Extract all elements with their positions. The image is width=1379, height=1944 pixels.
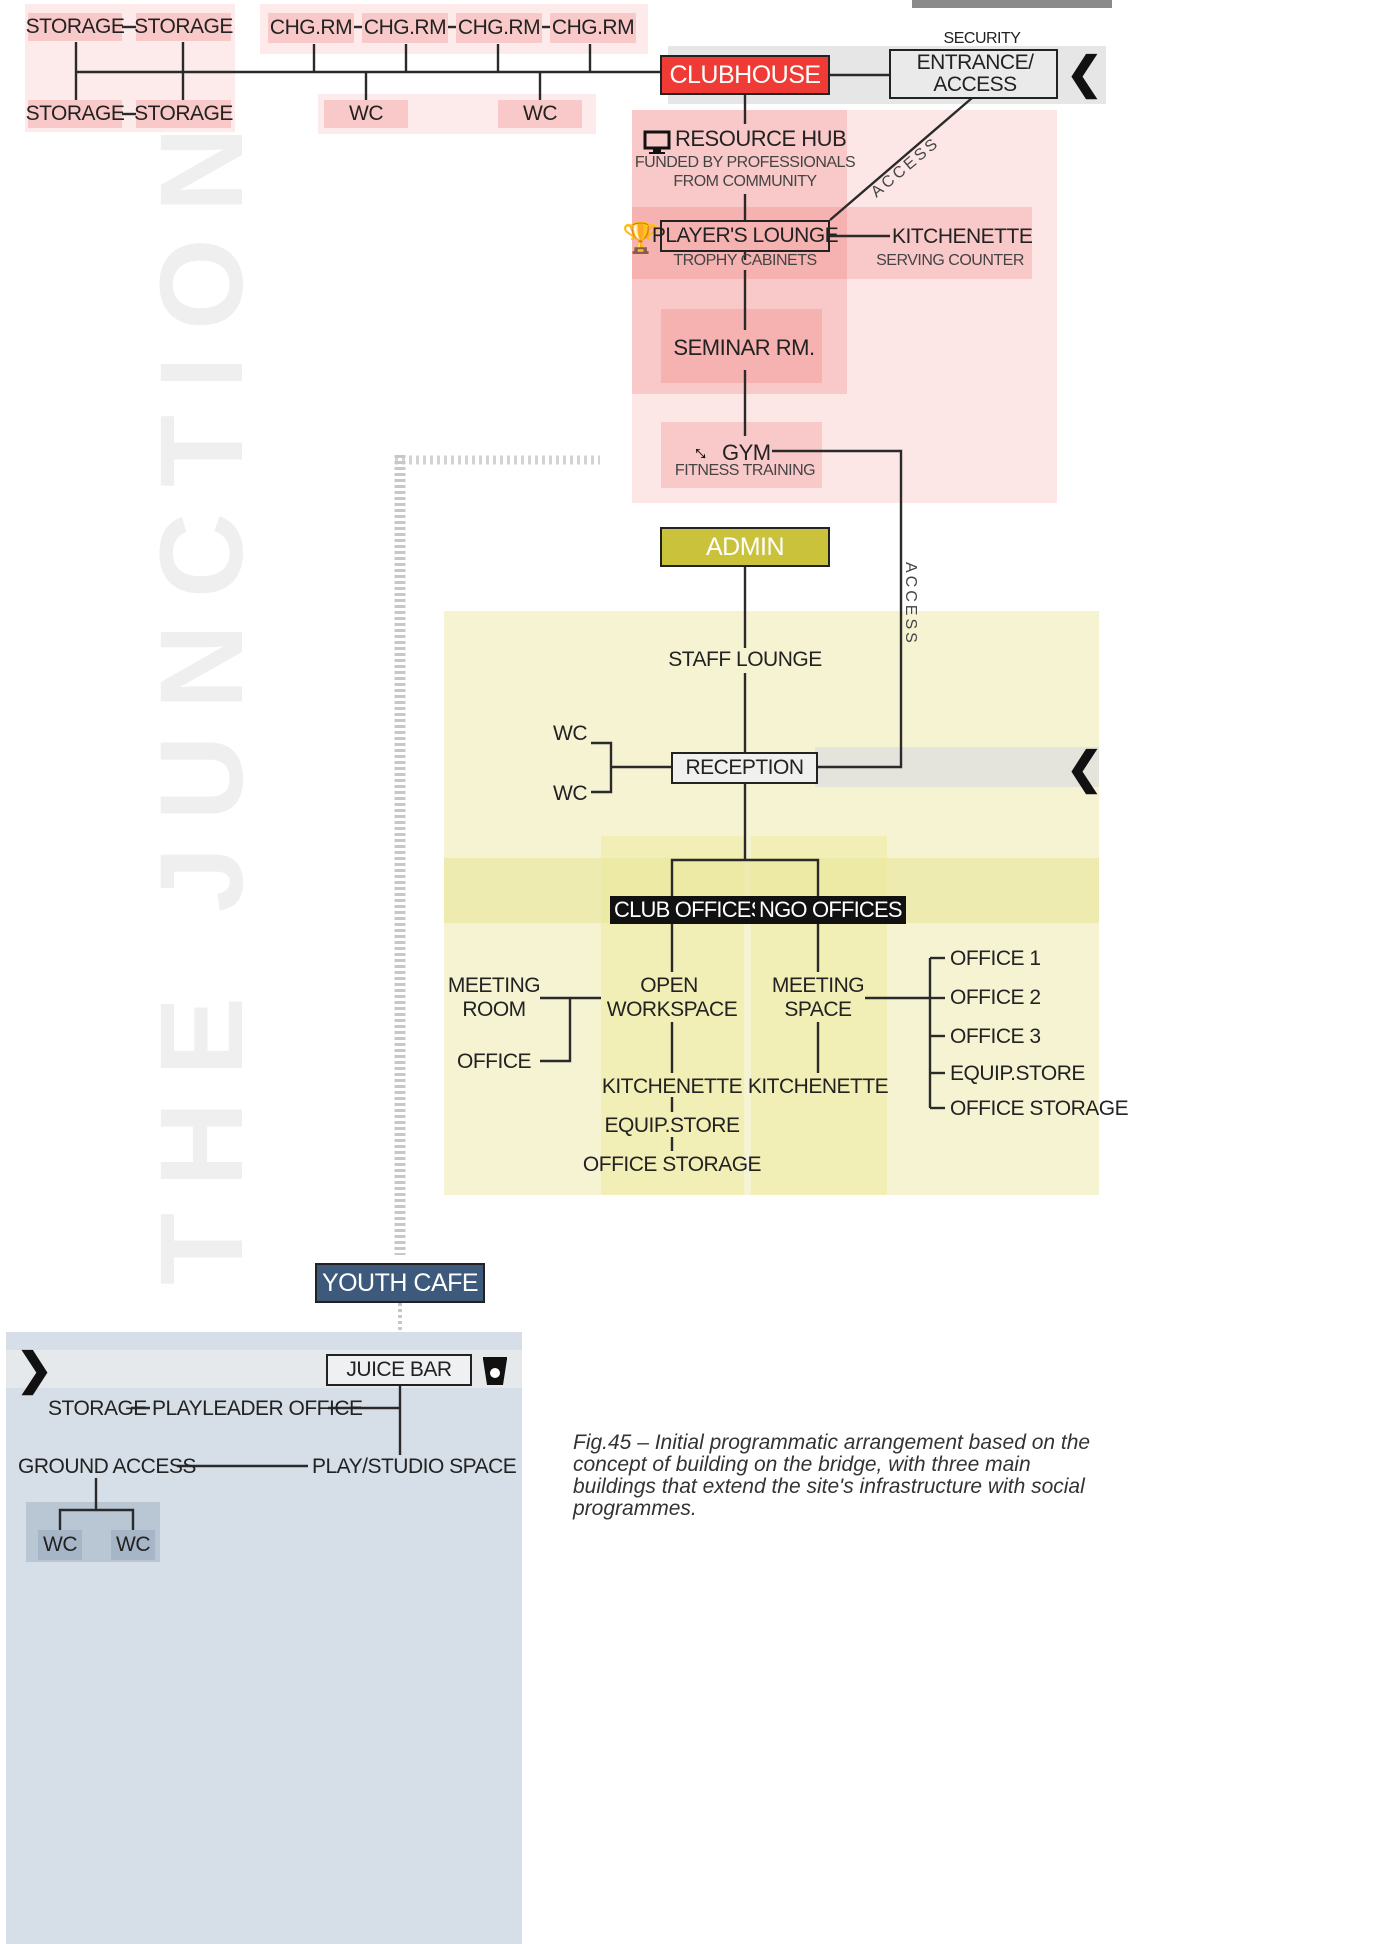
office-2-label: OFFICE 2 (950, 986, 1041, 1009)
playleader-office-label: PLAYLEADER OFFICE (152, 1397, 363, 1420)
office-1-label: OFFICE 1 (950, 947, 1041, 970)
wc-box: WC (38, 1530, 82, 1560)
meeting-room-label: MEETING (447, 974, 541, 997)
entrance-label: ENTRANCE/ ACCESS (916, 51, 1034, 96)
open-workspace-label: WORKSPACE (606, 998, 738, 1021)
kitchenette-sub: SERVING COUNTER (876, 252, 1024, 269)
ngo-offices-tag: NGO OFFICES (755, 896, 906, 924)
zone-youth-cafe (6, 1332, 522, 1944)
kitchenette-label: KITCHENETTE (747, 1075, 889, 1098)
admin-title: ADMIN (660, 527, 830, 567)
players-lounge-sub: TROPHY CABINETS (673, 252, 817, 269)
entrance-access-box (889, 49, 1058, 99)
resource-hub-sub: FUNDED BY PROFESSIONALS (634, 154, 856, 171)
storage-box: STORAGE (134, 13, 233, 41)
office-storage-label: OFFICE STORAGE (582, 1153, 762, 1176)
clubhouse-title: CLUBHOUSE (660, 55, 830, 95)
chevron-right-icon[interactable]: ❯ (16, 1345, 53, 1394)
access-vertical-label: ACCESS (902, 562, 919, 646)
wc-box: WC (324, 100, 408, 128)
equip-store-label: EQUIP.STORE (950, 1062, 1085, 1085)
security-label: SECURITY (943, 30, 1021, 47)
zone-kitchenette (845, 207, 1032, 279)
meeting-space-label: MEETING (771, 974, 865, 997)
meeting-space-label: SPACE (784, 998, 852, 1021)
kitchenette-label: KITCHENETTE (601, 1075, 743, 1098)
monitor-icon (643, 130, 671, 161)
office-storage-label: OFFICE STORAGE (950, 1097, 1129, 1120)
resource-hub-label: RESOURCE HUB (675, 126, 847, 151)
header-corner-bar (912, 0, 1112, 8)
club-offices-tag: CLUB OFFICES (610, 896, 769, 924)
play-studio-label: PLAY/STUDIO SPACE (312, 1455, 517, 1478)
cup-icon-shape (483, 1357, 507, 1385)
gym-sub: FITNESS TRAINING (674, 462, 816, 479)
zone-seminar (661, 309, 822, 383)
players-lounge-box: PLAYER'S LOUNGE (652, 220, 839, 252)
changing-room-box: CHG.RM (456, 13, 542, 43)
chevron-left-icon[interactable]: ❮ (1066, 744, 1103, 793)
storage-label: STORAGE (48, 1397, 147, 1420)
cup-icon (481, 1355, 509, 1392)
chevron-left-icon[interactable]: ❮ (1066, 49, 1103, 98)
kitchenette-label: KITCHENETTE (892, 225, 1033, 248)
wc-label: WC (553, 722, 588, 745)
wc-label: WC (553, 782, 588, 805)
changing-room-box: CHG.RM (362, 13, 448, 43)
open-workspace-label: OPEN (640, 974, 698, 997)
office-label: OFFICE (457, 1050, 532, 1073)
zone-gym (661, 422, 822, 488)
seminar-room-label: SEMINAR RM. (673, 335, 815, 360)
youth-cafe-title: YOUTH CAFE (315, 1263, 485, 1303)
ground-access-label: GROUND ACCESS (18, 1455, 196, 1478)
storage-box: STORAGE (134, 100, 233, 128)
wc-box: WC (498, 100, 582, 128)
wc-box: WC (111, 1530, 155, 1560)
resource-hub-sub: FROM COMMUNITY (673, 173, 817, 190)
storage-box: STORAGE (26, 13, 125, 41)
equip-store-label: EQUIP.STORE (604, 1114, 740, 1137)
reception-box: RECEPTION (671, 752, 818, 784)
staff-lounge-label: STAFF LOUNGE (668, 648, 822, 671)
gym-label: GYM (722, 440, 771, 465)
meeting-room-label: ROOM (462, 998, 526, 1021)
trophy-icon: 🏆 (622, 222, 659, 255)
storage-box: STORAGE (26, 100, 125, 128)
changing-room-box: CHG.RM (268, 13, 354, 43)
changing-room-box: CHG.RM (550, 13, 636, 43)
office-3-label: OFFICE 3 (950, 1025, 1041, 1048)
juice-bar-box: JUICE BAR (326, 1354, 472, 1386)
monitor-icon-shape (643, 130, 671, 154)
zone-lounge-band (632, 207, 847, 279)
figure-caption: Fig.45 – Initial programmatic arrangemen… (573, 1431, 1091, 1520)
